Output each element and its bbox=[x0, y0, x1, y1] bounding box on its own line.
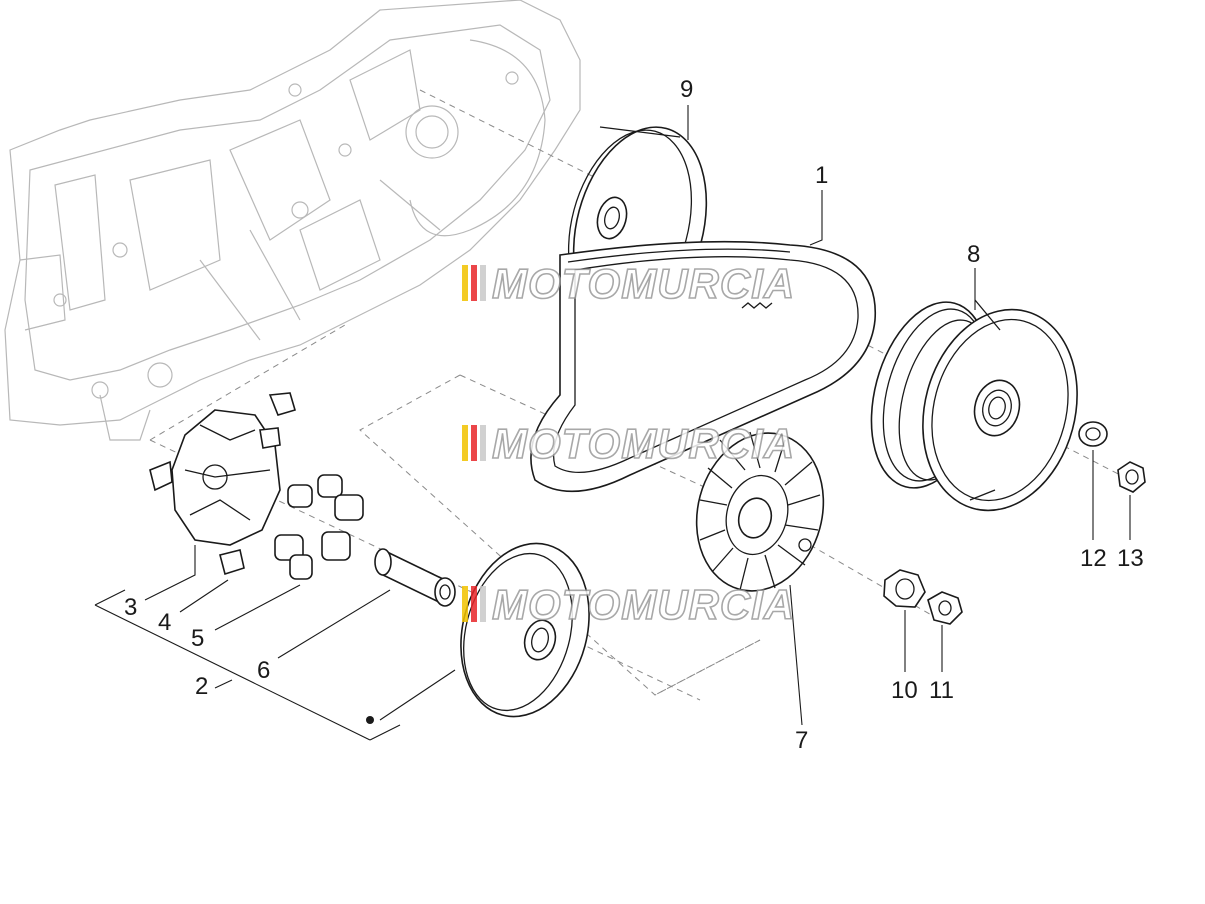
wm-stripe-red bbox=[471, 425, 477, 461]
part-5-rollers bbox=[274, 474, 364, 580]
part-11-nut bbox=[927, 591, 963, 625]
crankcase-ghost bbox=[4, 0, 581, 441]
watermark-2: MOTOMURCIA bbox=[462, 419, 795, 468]
wm-stripe-yellow bbox=[462, 586, 468, 622]
watermark-text: MOTOMURCIA bbox=[492, 260, 795, 307]
assembly-2-bracket bbox=[94, 589, 401, 741]
part-8-driven-pulley bbox=[870, 299, 1078, 512]
callout-8: 8 bbox=[967, 241, 980, 268]
wm-stripe-yellow bbox=[462, 265, 468, 301]
reference-dot bbox=[366, 716, 374, 724]
callout-9: 9 bbox=[680, 76, 693, 103]
part-1-drive-belt bbox=[530, 240, 877, 493]
callout-5: 5 bbox=[191, 625, 204, 652]
watermark-text: MOTOMURCIA bbox=[492, 420, 795, 467]
callout-11: 11 bbox=[929, 677, 954, 704]
callout-10: 10 bbox=[891, 677, 918, 704]
watermark-text: MOTOMURCIA bbox=[492, 581, 795, 628]
wm-stripe-red bbox=[471, 265, 477, 301]
part-6-bushing bbox=[374, 548, 456, 607]
callout-2: 2 bbox=[195, 673, 208, 700]
part-10-hub-nut bbox=[883, 569, 926, 608]
callout-4: 4 bbox=[158, 609, 171, 636]
part-4-sliders bbox=[149, 392, 296, 576]
part-12-spacer bbox=[1078, 421, 1108, 447]
callout-1: 1 bbox=[815, 162, 828, 189]
callout-12: 12 bbox=[1080, 545, 1107, 572]
leader-lines bbox=[144, 105, 1131, 726]
wm-stripe-grey bbox=[480, 425, 486, 461]
part-2-driving-half-pulley bbox=[460, 542, 590, 718]
watermark-1: MOTOMURCIA bbox=[462, 259, 795, 308]
callout-6: 6 bbox=[257, 657, 270, 684]
wm-stripe-red bbox=[471, 586, 477, 622]
part-7-fan-pulley bbox=[695, 431, 825, 592]
wm-stripe-grey bbox=[480, 265, 486, 301]
watermark-3: MOTOMURCIA bbox=[462, 580, 795, 629]
callout-13: 13 bbox=[1117, 545, 1144, 572]
callout-7: 7 bbox=[795, 727, 808, 754]
wm-stripe-yellow bbox=[462, 425, 468, 461]
callout-3: 3 bbox=[124, 594, 137, 621]
part-13-nut bbox=[1117, 461, 1146, 493]
wm-stripe-grey bbox=[480, 586, 486, 622]
callouts: 9 1 8 12 13 7 10 11 3 4 5 6 2 bbox=[124, 76, 1144, 754]
